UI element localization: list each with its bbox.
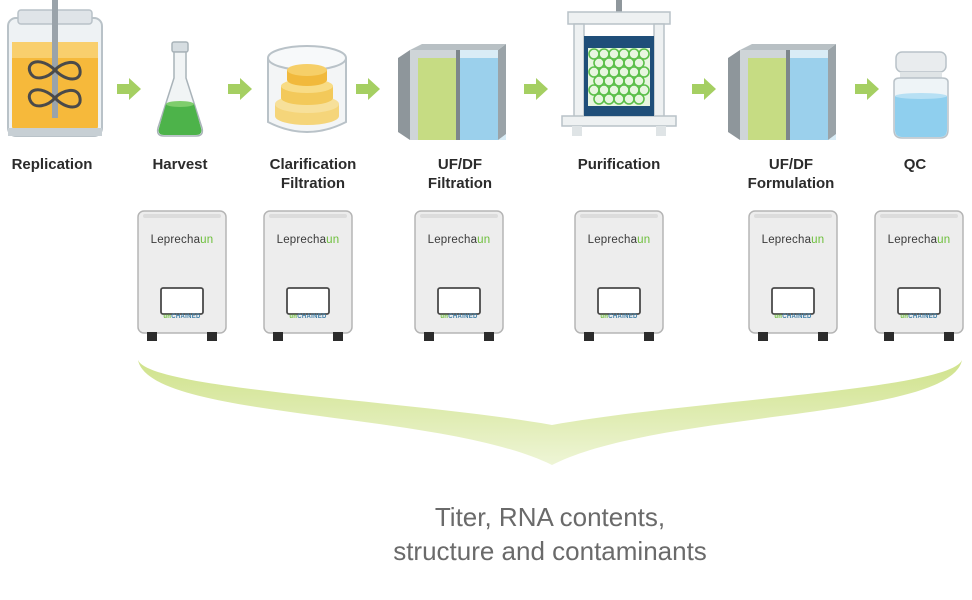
membrane-filter-icon <box>392 0 512 145</box>
device-brand-label: Leprechaun <box>276 234 340 246</box>
device-brand-label: Leprechaun <box>761 234 825 246</box>
process-arrow-icon <box>117 78 141 100</box>
clarification-filter-icon <box>262 0 352 145</box>
device-brand-label: Leprechaun <box>587 234 651 246</box>
device-brand-label: Leprechaun <box>427 234 491 246</box>
device-maker-logo: unCHAINED <box>900 314 938 320</box>
step-label-replication: Replication <box>11 156 93 173</box>
result-caption: Titer, RNA contents, structure and conta… <box>393 502 707 566</box>
leprechaun-device: Leprechaun unCHAINED <box>137 210 227 342</box>
leprechaun-device: Leprechaun unCHAINED <box>748 210 838 342</box>
process-arrow-icon <box>524 78 548 100</box>
step-label-purification: Purification <box>577 156 661 173</box>
step-label-harvest: Harvest <box>152 156 208 173</box>
membrane-filter-icon <box>722 0 842 145</box>
device-maker-logo: unCHAINED <box>774 314 812 320</box>
device-maker-logo: unCHAINED <box>440 314 478 320</box>
device-brand-label: Leprechaun <box>887 234 951 246</box>
process-arrow-icon <box>228 78 252 100</box>
process-arrow-icon <box>855 78 879 100</box>
converging-swoosh <box>0 350 972 480</box>
leprechaun-device: Leprechaun unCHAINED <box>874 210 964 342</box>
device-maker-logo: unCHAINED <box>163 314 201 320</box>
flask-icon <box>150 0 210 145</box>
device-maker-logo: unCHAINED <box>600 314 638 320</box>
leprechaun-device: Leprechaun unCHAINED <box>414 210 504 342</box>
process-arrow-icon <box>356 78 380 100</box>
step-label-qc: QC <box>903 156 927 173</box>
device-brand-label: Leprechaun <box>150 234 214 246</box>
leprechaun-device: Leprechaun unCHAINED <box>574 210 664 342</box>
device-maker-logo: unCHAINED <box>289 314 327 320</box>
chromatography-press-icon <box>560 0 680 145</box>
vial-icon <box>888 0 954 145</box>
process-arrow-icon <box>692 78 716 100</box>
leprechaun-device: Leprechaun unCHAINED <box>263 210 353 342</box>
bioreactor-icon <box>0 0 110 145</box>
